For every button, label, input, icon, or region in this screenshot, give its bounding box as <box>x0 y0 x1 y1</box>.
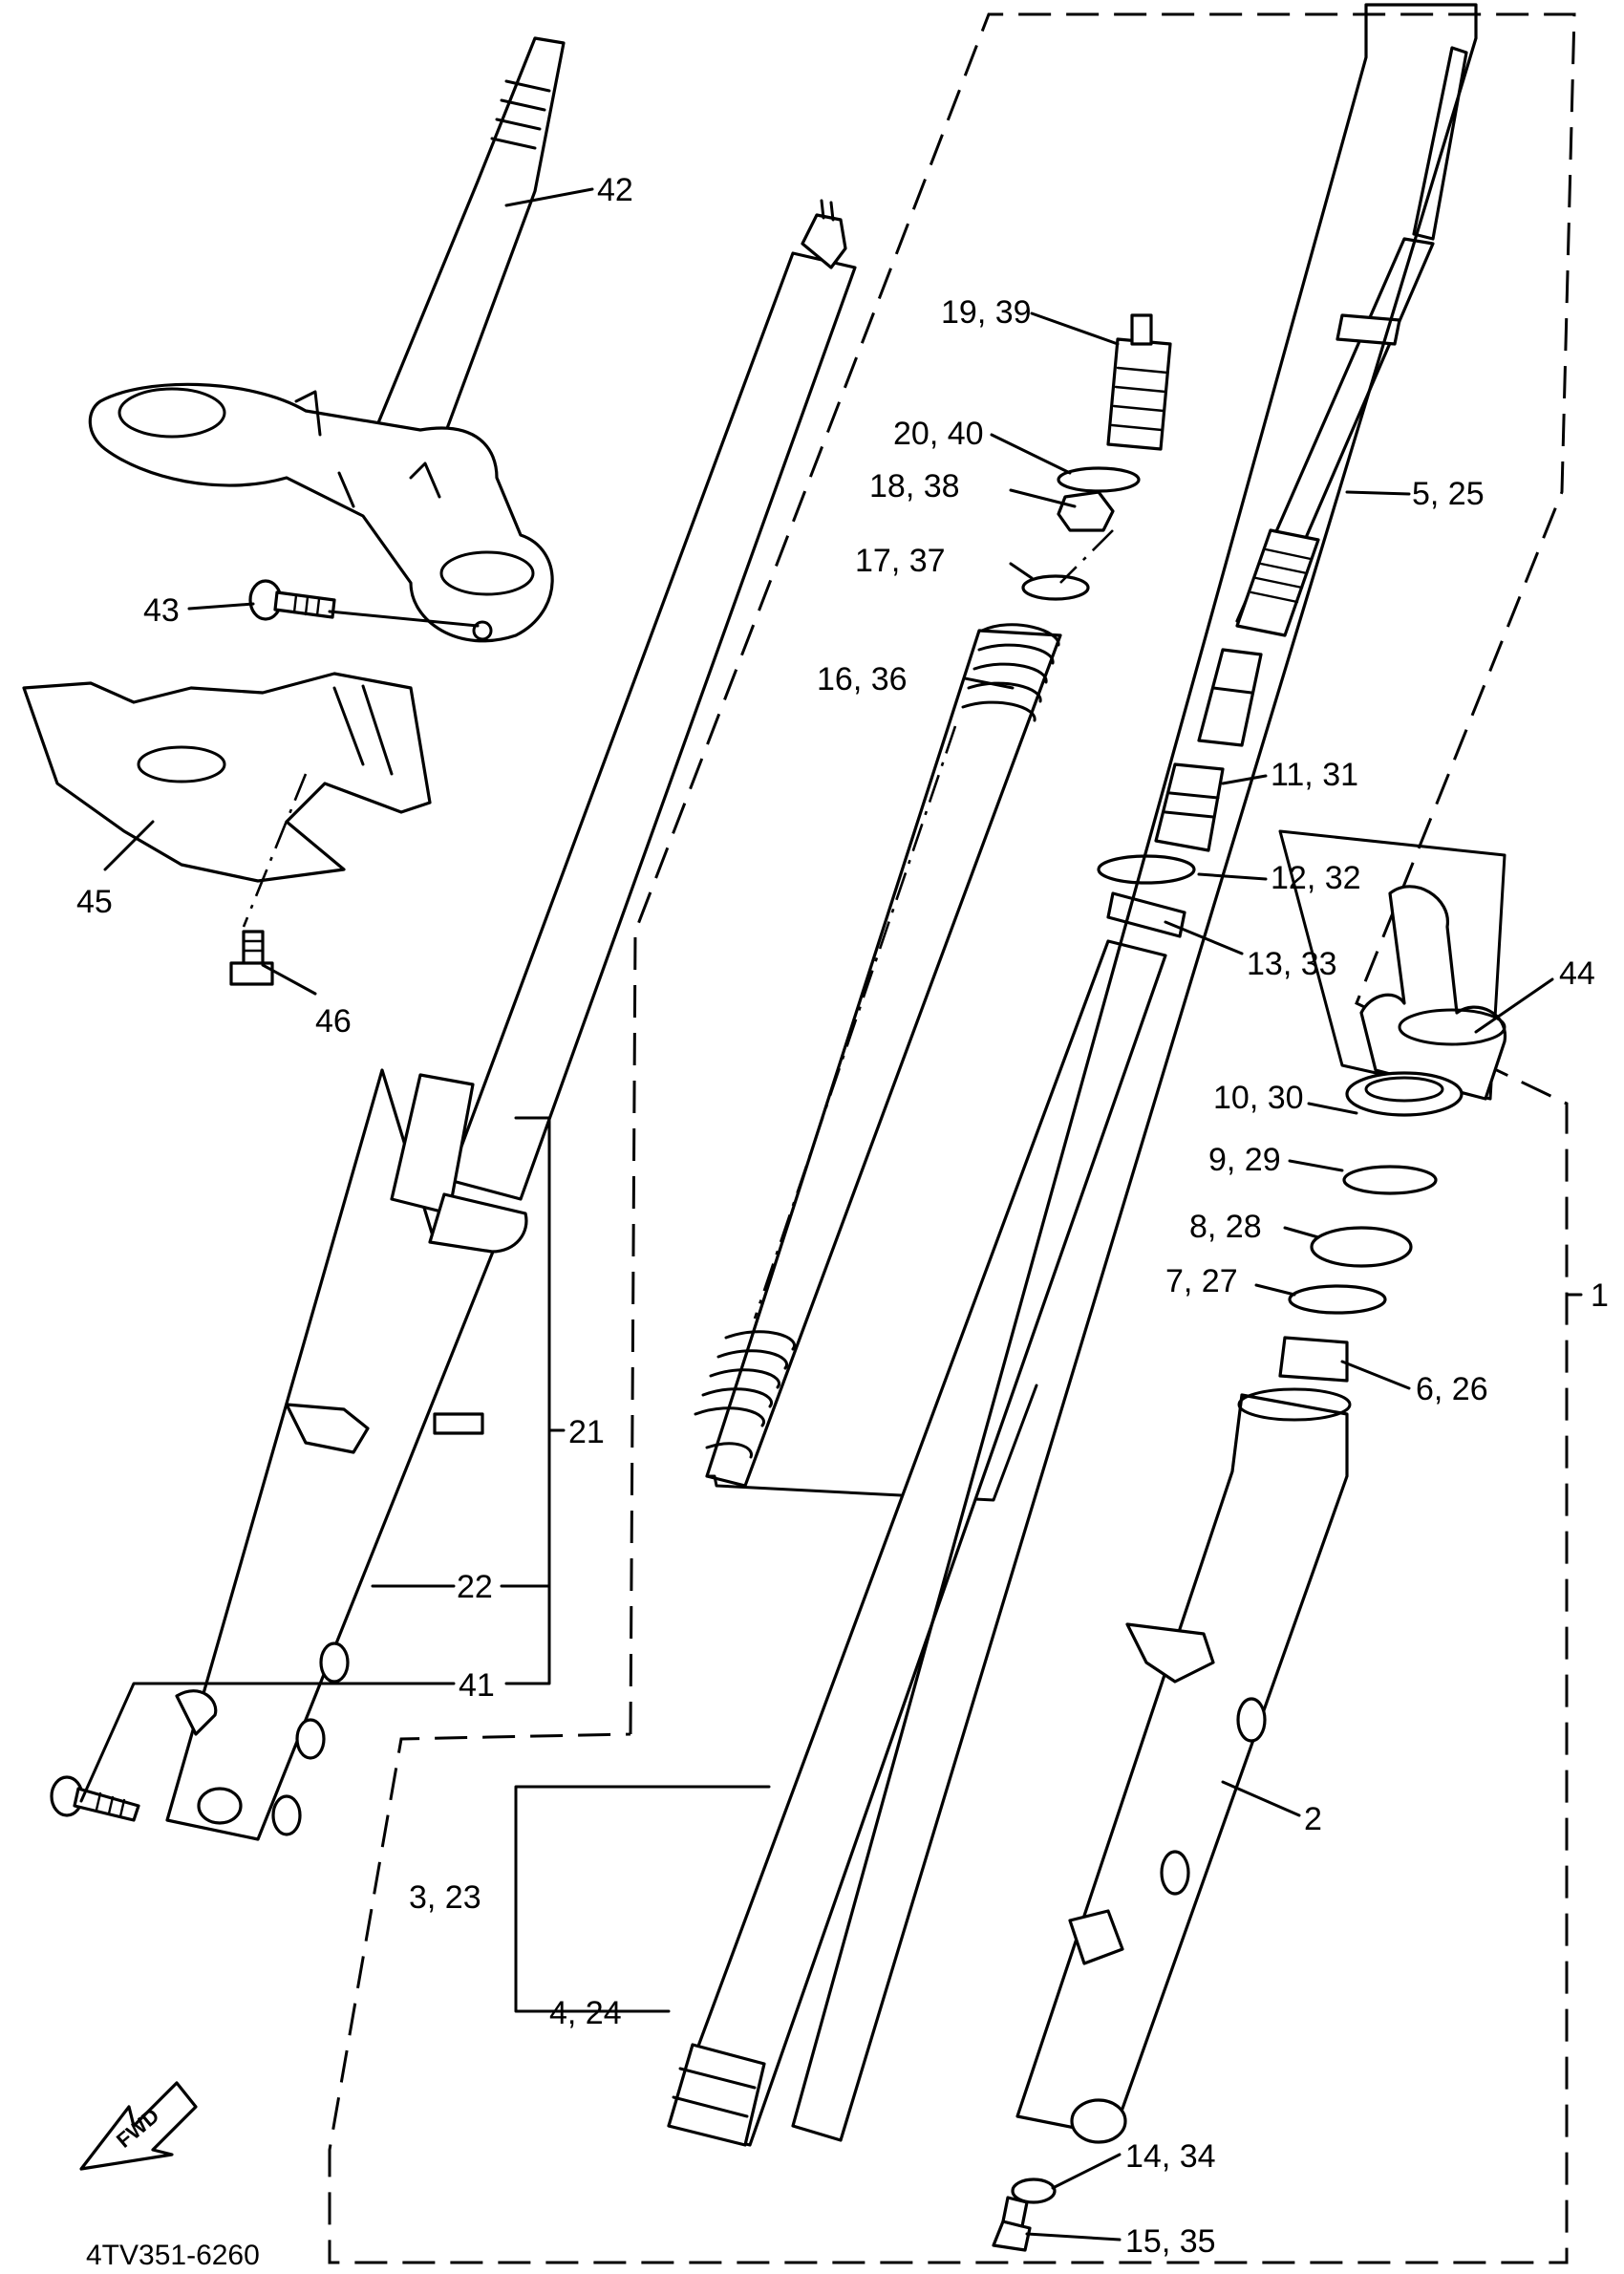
dust-seal <box>1345 1071 1464 1117</box>
fork-spring <box>694 529 1114 1488</box>
label-3-23: 3, 23 <box>409 1879 481 1916</box>
label-16-36: 16, 36 <box>817 661 908 697</box>
axle-pinch-bolt-left <box>50 1775 140 1822</box>
label-13-33: 13, 33 <box>1247 946 1337 982</box>
slide-metal <box>1106 891 1186 938</box>
label-6-26: 6, 26 <box>1416 1371 1488 1407</box>
fork-cover <box>22 672 432 883</box>
inner-tube-group-bracket <box>514 1785 771 2013</box>
label-41: 41 <box>459 1667 495 1704</box>
cover-bolt <box>229 930 274 986</box>
label-12-32: 12, 32 <box>1271 860 1361 896</box>
right-outer-tube <box>1015 1387 1352 2144</box>
label-17-37: 17, 37 <box>855 543 946 579</box>
label-45: 45 <box>76 884 113 920</box>
label-42: 42 <box>597 172 633 208</box>
label-2: 2 <box>1304 1801 1322 1837</box>
left-leg-group-bracket <box>79 1116 566 1803</box>
damper-rod <box>1235 46 1468 637</box>
label-7-27: 7, 27 <box>1165 1263 1238 1299</box>
spring-group-bracket <box>705 1384 1038 1502</box>
label-22: 22 <box>457 1569 493 1605</box>
pinch-bolt <box>248 579 336 621</box>
label-44: 44 <box>1559 955 1595 992</box>
oil-seal-kit-bracket <box>1278 829 1506 1101</box>
drain-bolt <box>992 2196 1032 2252</box>
label-14-34: 14, 34 <box>1125 2138 1216 2175</box>
label-4-24: 4, 24 <box>549 1995 622 2031</box>
label-21: 21 <box>568 1414 605 1450</box>
label-10-30: 10, 30 <box>1213 1080 1304 1116</box>
right-inner-tube <box>667 3 1478 2147</box>
label-43: 43 <box>143 592 180 629</box>
label-20-40: 20, 40 <box>893 416 984 452</box>
label-15-35: 15, 35 <box>1125 2223 1216 2260</box>
label-9-29: 9, 29 <box>1208 1142 1281 1178</box>
oil-lock-piece <box>1197 648 1263 747</box>
locknut <box>1057 490 1115 532</box>
label-8-28: 8, 28 <box>1189 1209 1262 1245</box>
leader-lines <box>103 187 1583 2242</box>
bushing-cone <box>1154 762 1225 852</box>
oil-seal-washer <box>1288 1284 1387 1315</box>
drain-washer <box>1011 2177 1057 2204</box>
label-11-31: 11, 31 <box>1271 757 1358 793</box>
oil-seal <box>1310 1226 1413 1268</box>
o-ring <box>1057 466 1141 493</box>
slide-metal-lower <box>1278 1336 1349 1383</box>
fwd-arrow-icon: FWD <box>79 2081 198 2171</box>
oil-seal-clip <box>1342 1165 1438 1195</box>
cap-bolt-assembly <box>1106 313 1172 451</box>
left-inner-tube <box>447 199 857 1201</box>
label-19-39: 19, 39 <box>941 294 1032 331</box>
left-outer-tube <box>165 1068 528 1841</box>
label-18-38: 18, 38 <box>869 468 960 504</box>
label-5-25: 5, 25 <box>1412 476 1485 512</box>
diagram-code: 4TV351-6260 <box>86 2240 260 2271</box>
fork-leg-cover <box>1359 885 1506 1101</box>
label-46: 46 <box>315 1003 352 1040</box>
guide-ring <box>1097 854 1196 885</box>
spring-seat <box>1021 574 1090 601</box>
steering-stem-under-bracket <box>88 36 566 643</box>
part-labels: 42 43 45 46 19, 39 20, 40 18, 38 17, 37 … <box>76 172 1609 2260</box>
label-1: 1 <box>1591 1277 1609 1314</box>
